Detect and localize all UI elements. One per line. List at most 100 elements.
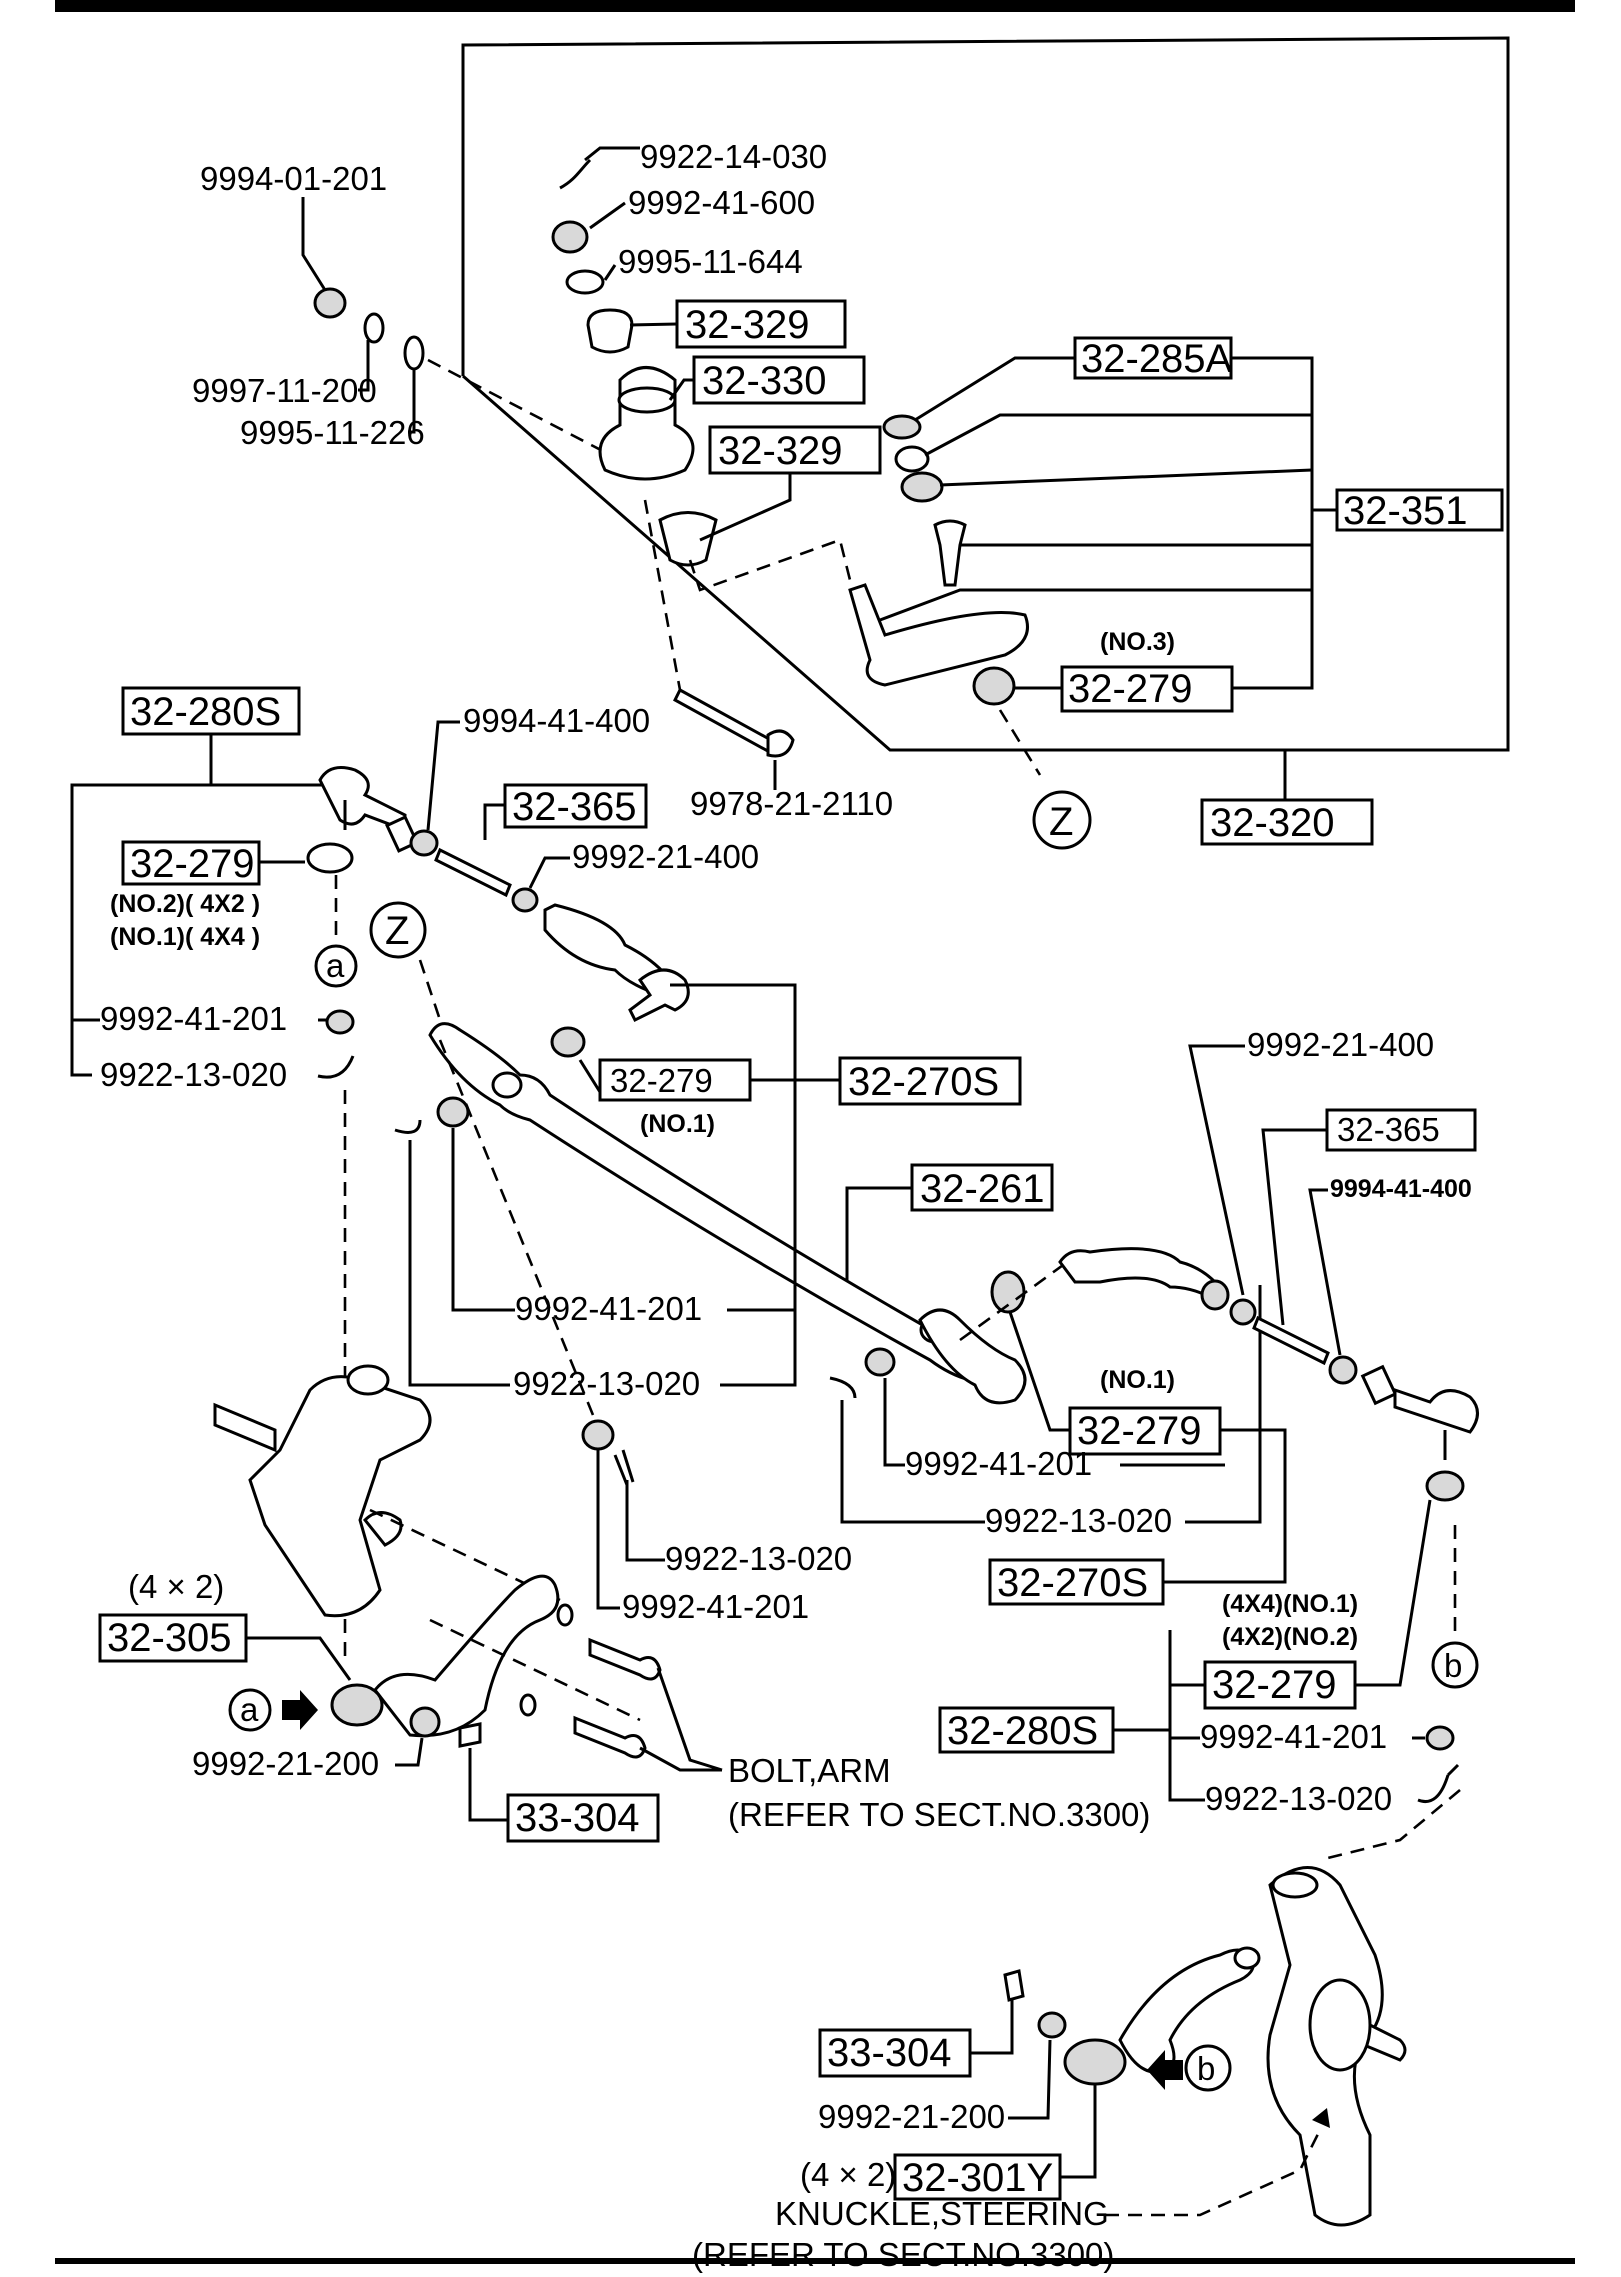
bolt-part [588, 1637, 662, 1681]
label-32-320: 32-320 [1210, 801, 1335, 845]
label-32-279-left: 32-279 [130, 842, 255, 886]
box-32-329-a [675, 299, 847, 349]
center-link-eye [491, 1071, 523, 1099]
label-32-365-right: 32-365 [1337, 1111, 1440, 1148]
castle-nut-part [550, 1026, 586, 1058]
box-32-280S-right [938, 1706, 1115, 1754]
label-32-285A: 32-285A [1081, 337, 1233, 381]
cotter-pin-part [829, 1376, 857, 1399]
arm-boss [1063, 2038, 1127, 2086]
dash-guide [1105, 2129, 1322, 2217]
nut-part [511, 887, 539, 913]
leader [1308, 1188, 1342, 1356]
marker-b-upper-text: b [1444, 1647, 1462, 1684]
nut-part [1425, 1725, 1455, 1751]
box-32-320 [1200, 798, 1374, 846]
bushing-part [1425, 1470, 1465, 1502]
label-4x2-left: (4 × 2) [128, 1568, 224, 1605]
nut-part [1200, 1279, 1230, 1311]
tie-rod-sleeve-part [1058, 1247, 1217, 1300]
label-9994-01-201: 9994-01-201 [200, 160, 387, 197]
label-9922-13-020-c2: 9922-13-020 [665, 1540, 852, 1577]
marker-z-lower [369, 901, 427, 959]
bracket-line [1168, 1630, 1205, 1802]
label-no3: (NO.3) [1100, 628, 1175, 656]
washer-part [519, 1693, 537, 1717]
nut-part [1328, 1355, 1358, 1385]
washer-part [565, 269, 605, 295]
nut-part [581, 1419, 615, 1451]
assembly-frame [461, 36, 1510, 752]
stud-part [1003, 1969, 1025, 2002]
label-32-329-b: 32-329 [718, 429, 843, 473]
leader [914, 356, 1075, 422]
leader [596, 1450, 620, 1610]
leader [483, 803, 505, 840]
washer-part [403, 335, 425, 371]
label-9978-21-2110: 9978-21-2110 [690, 785, 893, 822]
marker-z-lower-text: Z [385, 909, 409, 953]
label-32-280S-right: 32-280S [947, 1709, 1098, 1753]
label-32-351: 32-351 [1343, 489, 1468, 533]
arrow-up-icon [1312, 2108, 1330, 2128]
knuckle-eye [346, 1364, 390, 1396]
label-no1-right: (NO.1) [1100, 1366, 1175, 1394]
clamp-part [385, 815, 419, 853]
label-9922-13-020-c1: 9922-13-020 [513, 1365, 700, 1402]
leader [1261, 1128, 1327, 1326]
label-bolt-arm: BOLT,ARM [728, 1752, 891, 1789]
box-32-330 [692, 355, 866, 405]
marker-b-lower-text: b [1197, 2050, 1215, 2087]
leader [629, 322, 678, 327]
castle-nut-part [551, 220, 589, 254]
bolt-part [573, 1715, 647, 1759]
bushing-part [586, 308, 634, 354]
leader [451, 1128, 515, 1312]
nut-part [409, 1706, 441, 1738]
leader [879, 588, 1312, 622]
marker-a-lower-text: a [240, 1691, 259, 1728]
label-32-270S-top: 32-270S [848, 1060, 999, 1104]
leader [970, 2000, 1014, 2055]
dash-guide [688, 538, 852, 592]
box-32-279-left [121, 840, 261, 886]
box-32-270S-bottom [988, 1558, 1165, 1606]
label-32-301Y: 32-301Y [902, 2156, 1053, 2200]
leader [1008, 2039, 1052, 2120]
label-refer-3300-b: (REFER TO SECT.NO.3300) [692, 2236, 1114, 2273]
marker-b-upper [1431, 1641, 1479, 1689]
bracket-line [1163, 1428, 1287, 1584]
nut-part [325, 1009, 355, 1035]
top-rule [55, 0, 1575, 12]
label-no2-4x2-r: (4X2)(NO.2) [1222, 1623, 1358, 1651]
box-32-279-right [1068, 1406, 1222, 1456]
tie-rod-end-part [628, 968, 690, 1023]
tie-rod-end-part [318, 766, 407, 833]
bushing-part [306, 842, 354, 874]
label-32-279-top: 32-279 [1068, 667, 1193, 711]
leader [603, 264, 617, 281]
marker-z-upper [1032, 790, 1092, 850]
bracket-line [670, 983, 797, 1387]
marker-z-upper-text: Z [1049, 800, 1073, 844]
box-32-279-r2 [1203, 1660, 1357, 1710]
dash-guide [369, 1508, 561, 1602]
leader [358, 340, 370, 392]
leader [1060, 2085, 1097, 2179]
cotter-pin-part [317, 1055, 355, 1079]
leader [578, 1059, 602, 1093]
label-33-304-right: 33-304 [827, 2031, 952, 2075]
bolt-part [673, 687, 782, 758]
label-4x2-right: (4 × 2) [800, 2156, 896, 2193]
box-32-329-b [708, 425, 882, 475]
label-9992-21-200-right: 9992-21-200 [818, 2098, 1005, 2135]
nut-part [1229, 1298, 1257, 1326]
label-33-304-left: 33-304 [515, 1796, 640, 1840]
label-32-329-a: 32-329 [685, 303, 810, 347]
label-9994-41-400-left: 9994-41-400 [463, 702, 650, 739]
knuckle-eye [1271, 1871, 1319, 1899]
label-9997-11-200: 9997-11-200 [192, 372, 377, 409]
label-9992-41-201-c1: 9992-41-201 [515, 1290, 702, 1327]
cotter-pin-part [559, 158, 592, 190]
leader [1355, 1499, 1432, 1687]
